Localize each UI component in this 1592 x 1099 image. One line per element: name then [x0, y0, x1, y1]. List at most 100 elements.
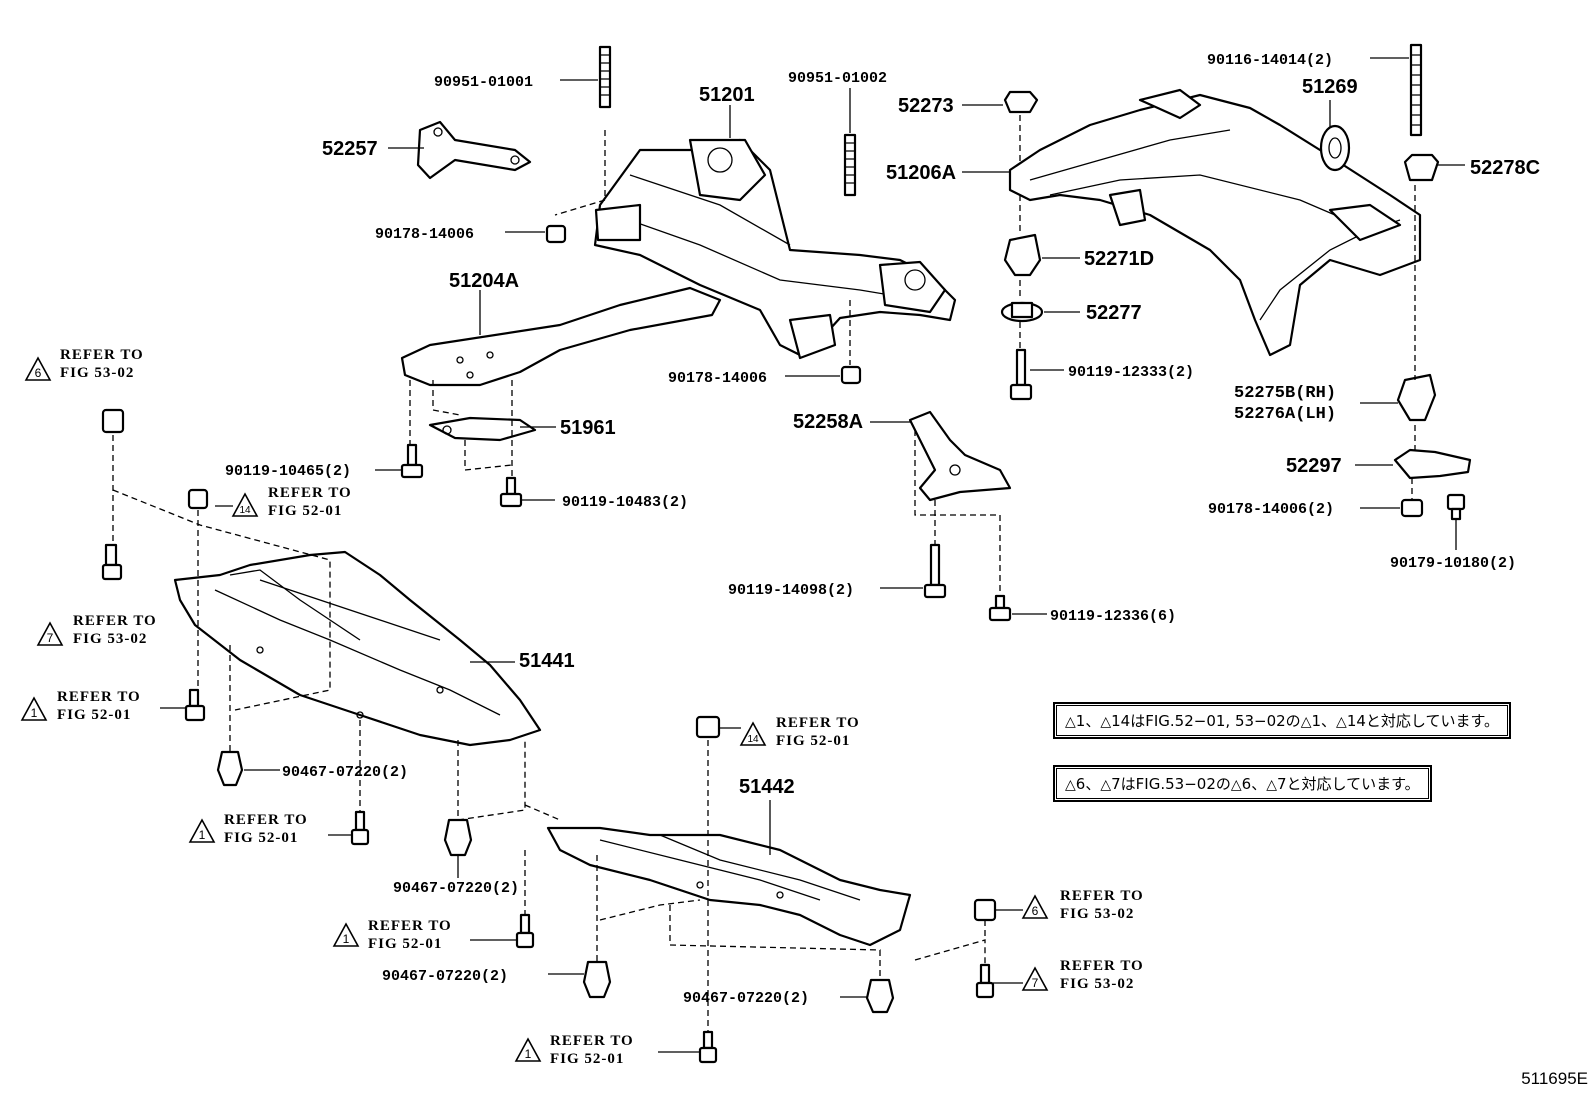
- clip-h: [695, 715, 721, 739]
- label-52273: 52273: [898, 95, 954, 117]
- label-52258A: 52258A: [793, 411, 863, 433]
- bolt-90119-10483: [499, 476, 523, 508]
- assembly-lines: [112, 115, 1416, 1032]
- svg-text:14: 14: [747, 734, 759, 745]
- label-51961: 51961: [560, 417, 616, 439]
- label-51442: 51442: [739, 776, 795, 798]
- nut-90178-14006-a: [545, 224, 567, 244]
- svg-text:6: 6: [1032, 904, 1039, 918]
- svg-text:1: 1: [525, 1047, 532, 1061]
- label-52257: 52257: [322, 138, 378, 160]
- svg-text:REFER TO: REFER TO: [224, 812, 308, 828]
- label-90116-14014: 90116-14014(2): [1207, 52, 1333, 69]
- refer-callout-2: 14 REFER TO FIG 52-01: [231, 485, 352, 519]
- svg-text:7: 7: [1032, 976, 1039, 990]
- clip-i: [515, 913, 535, 949]
- label-90119-12336: 90119-12336(6): [1050, 608, 1176, 625]
- rear-crossmember-51206A: [1008, 88, 1422, 357]
- correspondence-note-2: △6、△7はFIG.53−02の△6、△7と対応しています。: [1053, 765, 1432, 802]
- bolt-90119-10465: [400, 443, 424, 479]
- note1-end: と対応しています。: [1365, 712, 1499, 730]
- clip-j: [582, 960, 612, 999]
- svg-text:7: 7: [47, 631, 54, 645]
- label-52297: 52297: [1286, 455, 1342, 477]
- svg-text:FIG 53-02: FIG 53-02: [73, 631, 147, 647]
- note2-mid: はFIG.53−02の: [1120, 775, 1231, 793]
- note1-num-a: 1: [1075, 712, 1086, 730]
- label-90467-07220-d: 90467-07220(2): [683, 990, 809, 1007]
- svg-text:FIG 52-01: FIG 52-01: [268, 503, 342, 519]
- label-90467-07220-a: 90467-07220(2): [282, 764, 408, 781]
- brace-51204A: [400, 286, 722, 387]
- label-90467-07220-c: 90467-07220(2): [382, 968, 508, 985]
- refer-callout-7: 14 REFER TO FIG 52-01: [739, 715, 860, 749]
- note2-end: と対応しています。: [1286, 775, 1420, 793]
- svg-text:FIG 52-01: FIG 52-01: [550, 1051, 624, 1067]
- note2-num-a: 6: [1075, 775, 1086, 793]
- svg-text:FIG 52-01: FIG 52-01: [224, 830, 298, 846]
- bracket-52257: [416, 120, 532, 180]
- triangle-icon: △: [1300, 714, 1312, 730]
- correspondence-note-1: △1、△14はFIG.52−01, 53−02の△1、△14と対応しています。: [1053, 702, 1511, 739]
- label-90119-14098: 90119-14098(2): [728, 582, 854, 599]
- note1-mid: はFIG.52−01, 53−02の: [1130, 712, 1301, 730]
- label-90119-10465: 90119-10465(2): [225, 463, 351, 480]
- under-cover-51441: [173, 550, 542, 747]
- svg-text:1: 1: [343, 932, 350, 946]
- label-90178-14006-b: 90178-14006: [668, 370, 767, 387]
- label-51206A: 51206A: [886, 162, 956, 184]
- note2-num-c: 6: [1241, 775, 1252, 793]
- clip-a: [101, 408, 125, 434]
- note1-num-d: 14: [1346, 712, 1366, 730]
- leader-lines: [160, 57, 1465, 1053]
- clip-f: [350, 810, 370, 846]
- bracket-52258A: [908, 410, 1012, 502]
- clip-b: [187, 488, 209, 510]
- svg-text:1: 1: [31, 706, 38, 720]
- refer-callout-10: 7 REFER TO FIG 53-02: [1021, 958, 1143, 992]
- refer-callout-8: 1 REFER TO FIG 52-01: [514, 1033, 633, 1067]
- stopper-52277: [1000, 301, 1044, 323]
- label-90178-14006-a: 90178-14006: [375, 226, 474, 243]
- bracket-52297: [1393, 448, 1472, 480]
- label-90951-01001: 90951-01001: [434, 74, 533, 91]
- bolt-90119-12333: [1009, 348, 1033, 401]
- bushing-52275B-52276A: [1396, 373, 1437, 422]
- label-52278C: 52278C: [1470, 157, 1540, 179]
- triangle-icon: △: [1336, 714, 1347, 730]
- label-90179-10180: 90179-10180(2): [1390, 555, 1516, 572]
- svg-text:REFER TO: REFER TO: [268, 485, 352, 501]
- bolt-90119-12336: [988, 594, 1012, 622]
- nut-90178-14006-b: [840, 365, 862, 385]
- svg-text:FIG 53-02: FIG 53-02: [1060, 976, 1134, 992]
- nut-90178-14006-c: [1400, 498, 1424, 518]
- note1-num-c: 1: [1311, 712, 1322, 730]
- note2-num-b: 7: [1111, 775, 1121, 793]
- svg-text:REFER TO: REFER TO: [368, 918, 452, 934]
- svg-text:REFER TO: REFER TO: [73, 613, 157, 629]
- stopper-52273: [1003, 90, 1039, 114]
- clip-m: [973, 898, 997, 922]
- refer-callout-4: 1 REFER TO FIG 52-01: [20, 689, 140, 723]
- triangle-icon: △: [1266, 777, 1277, 793]
- clip-l: [698, 1030, 718, 1064]
- refer-callout-9: 6 REFER TO FIG 53-02: [1021, 888, 1144, 922]
- stud-90116-14014: [1409, 43, 1423, 137]
- refer-callout-6: 1 REFER TO FIG 52-01: [332, 918, 452, 952]
- svg-text:REFER TO: REFER TO: [1060, 888, 1144, 904]
- svg-text:14: 14: [239, 505, 251, 516]
- clip-n: [975, 963, 995, 999]
- label-90467-07220-b: 90467-07220(2): [393, 880, 519, 897]
- svg-text:REFER TO: REFER TO: [776, 715, 860, 731]
- refer-callout-5: 1 REFER TO FIG 52-01: [188, 812, 308, 846]
- label-90119-10483: 90119-10483(2): [562, 494, 688, 511]
- label-90178-14006-c: 90178-14006(2): [1208, 501, 1334, 518]
- svg-text:FIG 52-01: FIG 52-01: [368, 936, 442, 952]
- label-51269: 51269: [1302, 76, 1358, 98]
- clip-g: [443, 818, 473, 857]
- svg-text:FIG 53-02: FIG 53-02: [60, 365, 134, 381]
- label-52275B: 52275B(RH): [1234, 384, 1336, 403]
- svg-text:6: 6: [35, 366, 42, 380]
- note1-num-b: 14: [1111, 712, 1131, 730]
